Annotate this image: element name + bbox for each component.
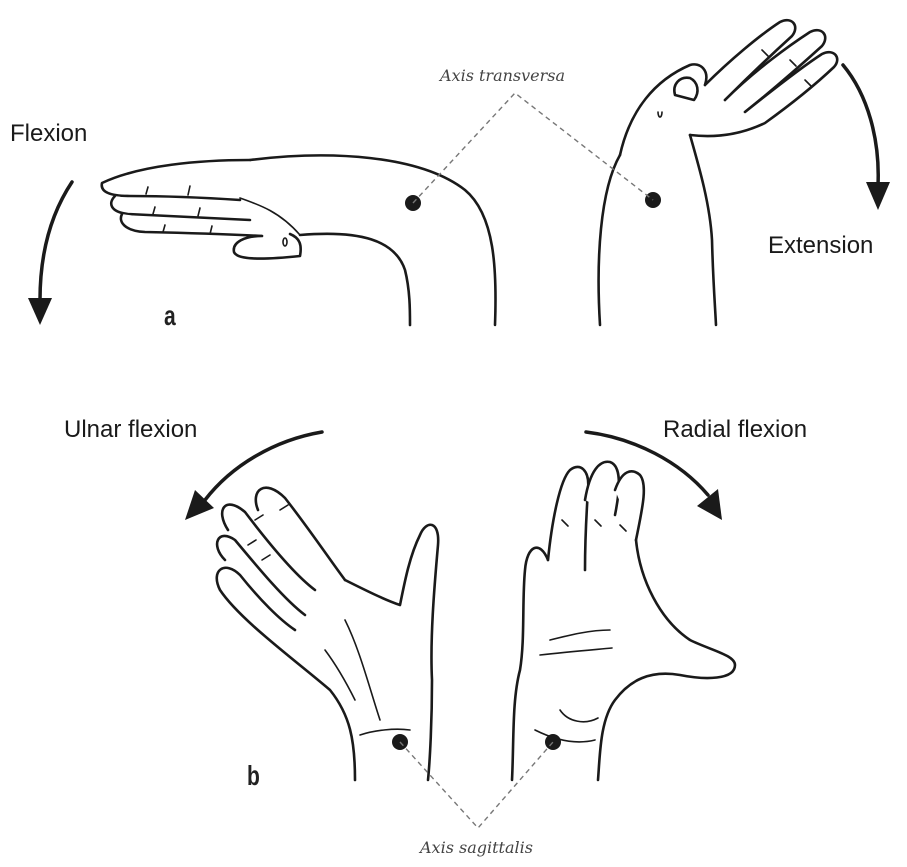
panel-a-label: a xyxy=(164,300,176,332)
axis-transversa-label: Axis transversa xyxy=(440,66,565,85)
extension-label: Extension xyxy=(768,232,873,260)
extended-hand-drawing xyxy=(599,20,838,325)
sagittal-axis-point-right xyxy=(545,734,561,750)
radial-flexion-label: Radial flexion xyxy=(663,416,807,444)
panel-b-label: b xyxy=(247,760,260,792)
flexion-label: Flexion xyxy=(10,120,87,148)
ulnar-flexion-arrow xyxy=(185,432,322,520)
flexed-hand-drawing xyxy=(102,155,496,325)
radial-hand-drawing xyxy=(512,462,735,780)
flexion-arrow xyxy=(28,182,72,325)
axis-sagittalis-label: Axis sagittalis xyxy=(420,838,533,857)
ulnar-flexion-label: Ulnar flexion xyxy=(64,416,197,444)
extension-arrow xyxy=(843,65,890,210)
